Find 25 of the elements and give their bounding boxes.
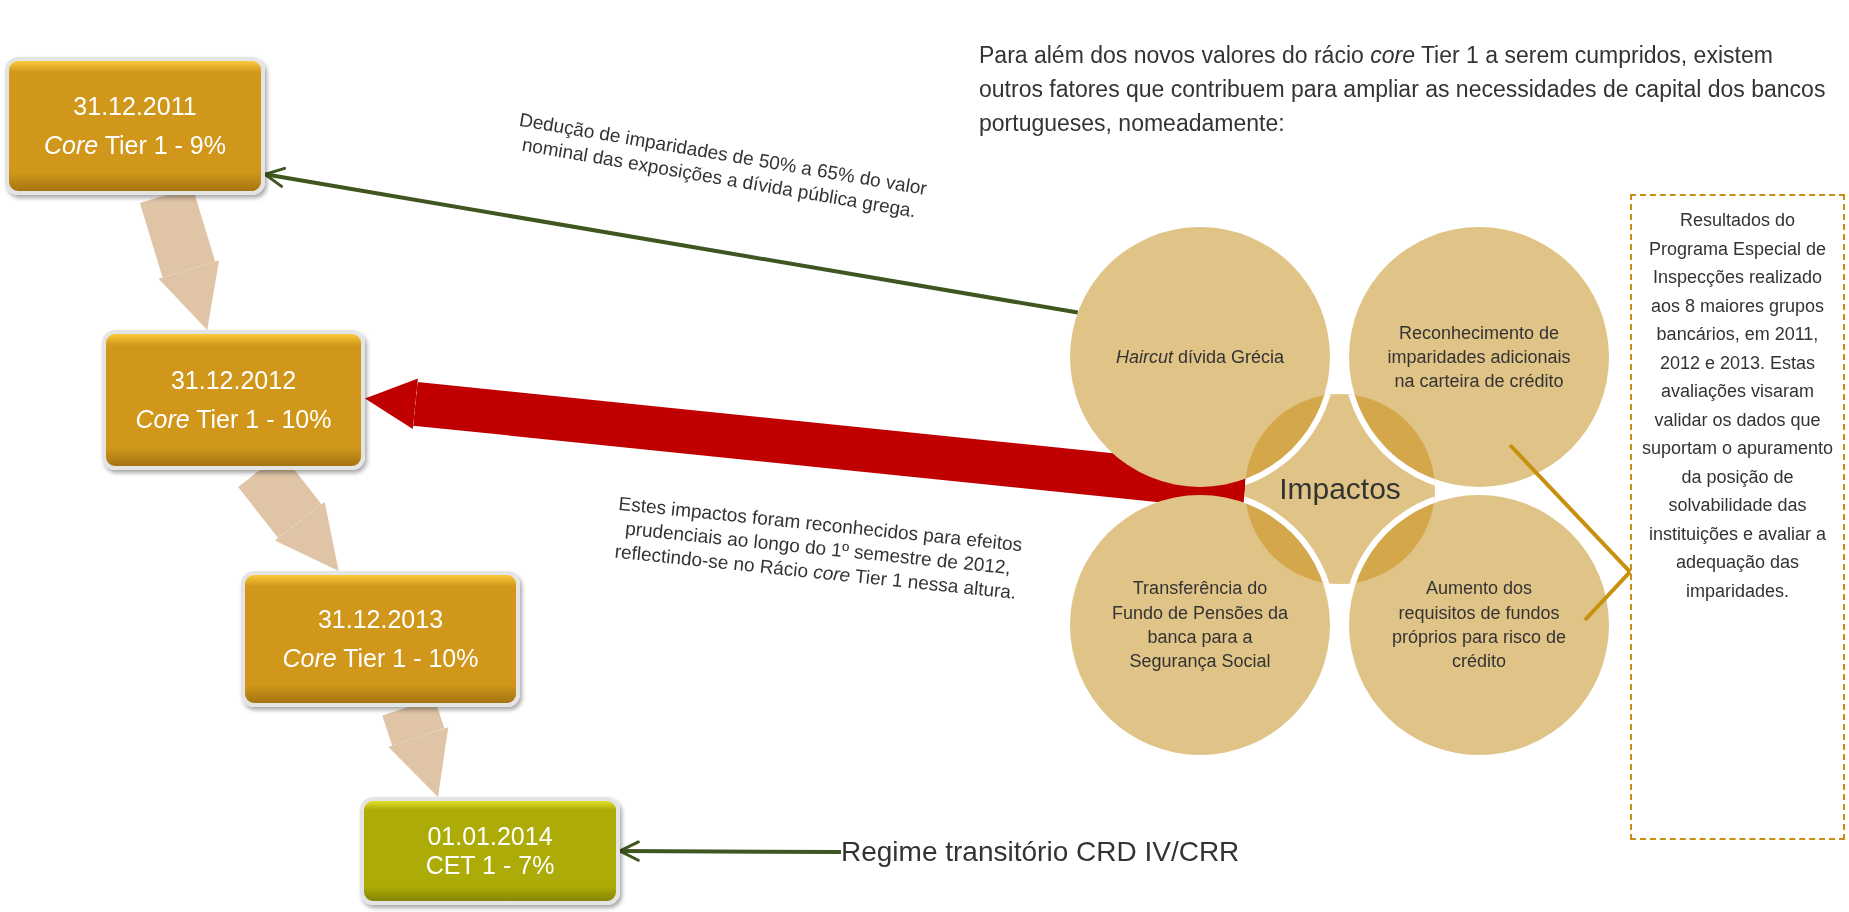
ratio-text: Core Tier 1 - 10% [282, 645, 479, 673]
date-text: 31.12.2013 [317, 605, 444, 633]
ratio-text: CET 1 - 7% [425, 852, 555, 880]
circle-label: Aumento dos requisitos de fundos próprios para risco de crédito [1390, 577, 1568, 674]
center-label: Impactos [1279, 470, 1401, 507]
ratio-text: Core Tier 1 - 9% [44, 132, 226, 160]
date-text: 01.01.2014 [427, 822, 553, 850]
circle-label: Transferência do Fundo de Pensões da banca para a Segurança Social [1110, 577, 1290, 674]
circle-label: Reconhecimento de imparidades adicionais na carteira de crédito [1386, 321, 1572, 394]
milestone-box [241, 571, 520, 707]
date-text: 31.12.2011 [73, 92, 197, 120]
bracket-line [1583, 570, 1632, 622]
note-box [1630, 194, 1845, 840]
date-text: 31.12.2012 [170, 366, 297, 394]
milestone-box [102, 330, 365, 470]
arrow [263, 166, 1079, 315]
bracket-line [1508, 443, 1632, 574]
annotation-text: Regime transitório CRD IV/CRR [841, 836, 1240, 868]
arrow [618, 840, 841, 862]
ratio-text: Core Tier 1 - 10% [135, 406, 332, 434]
intro-paragraph: Para além dos novos valores do rácio core Tier 1 a serem cumpridos, existem outros fatores que contribuem para ampliar as necessidades de capital dos bancos portugueses, nomeadamente: [979, 41, 1827, 138]
milestone-box [360, 797, 620, 905]
circle-label: Haircut dívida Grécia [1114, 345, 1286, 369]
note-text: Resultados do Programa Especial de Inspecções realizado aos 8 maiores grupos bancários, em 2011, 2012 e 2013. Estas avaliações visaram validar os dados que suportam o apuramento da posição de solvabilidade das instituições e avaliar a adequação das imparidades. [1640, 209, 1835, 603]
milestone-box [5, 57, 265, 195]
